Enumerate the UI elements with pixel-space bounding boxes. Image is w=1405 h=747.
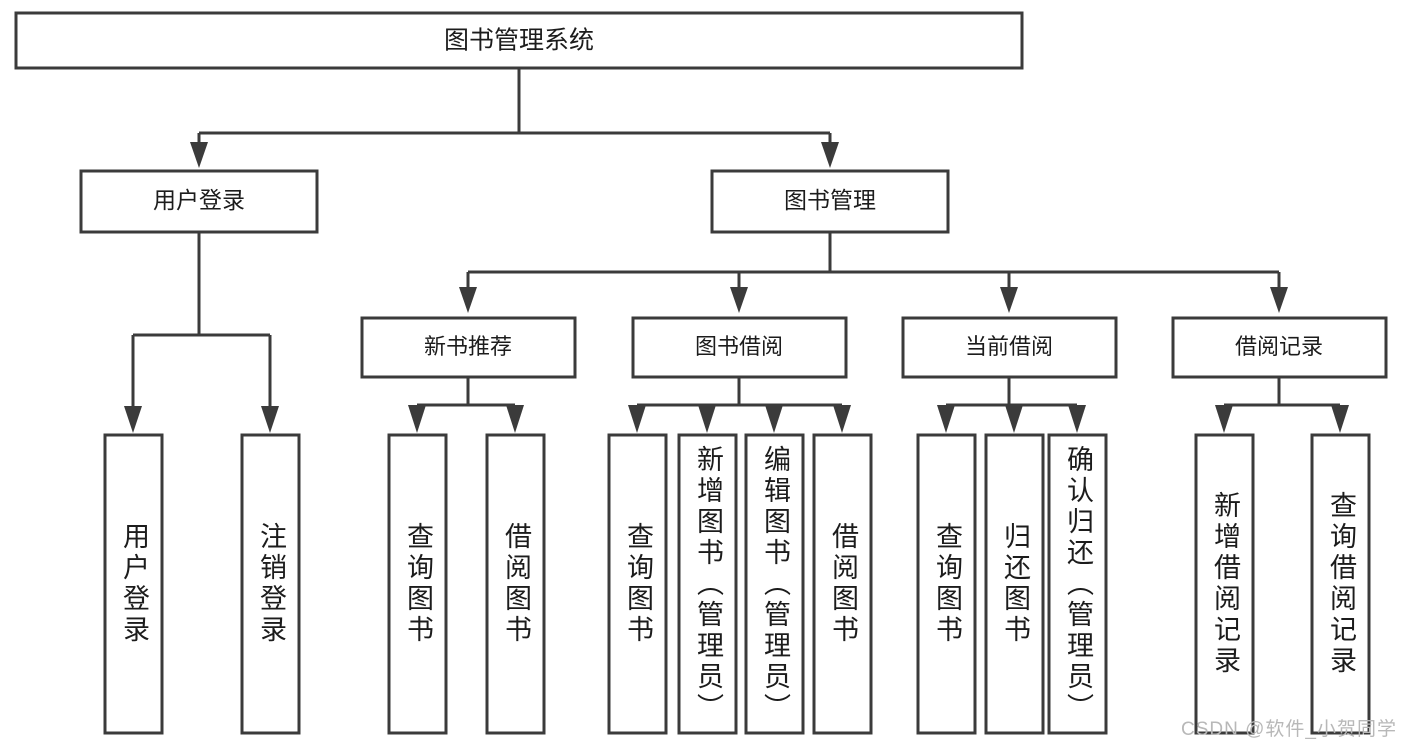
node-borrow-records-label: 借阅记录 — [1235, 334, 1323, 359]
node-user-login-box[interactable] — [79, 169, 319, 234]
node-book-management-label: 图书管理 — [784, 187, 876, 213]
arrowhead-bookmgmt-to-new-book — [459, 287, 477, 313]
node-user-login-label: 用户登录 — [153, 187, 245, 213]
arrowhead-userlogin-leaf-2 — [261, 406, 279, 433]
arrowhead-records-leaf-1 — [1215, 405, 1233, 433]
arrowhead-borrow-leaf-4 — [833, 405, 851, 433]
arrowhead-bookmgmt-to-records — [1270, 287, 1288, 313]
node-root-label: 图书管理系统 — [444, 27, 594, 55]
arrowhead-bookmgmt-to-borrow — [730, 287, 748, 313]
leaf-box-book-borrow-4[interactable] — [812, 433, 873, 735]
node-new-book-recommend-label: 新书推荐 — [424, 334, 512, 359]
node-layer: 图书管理系统 用户登录 图书管理 新书推荐 图书借阅 — [14, 11, 1388, 735]
node-user-login[interactable]: 用户登录 — [79, 169, 319, 234]
arrowhead-newbook-leaf-1 — [408, 405, 426, 433]
leaf-box-user-login-2[interactable] — [240, 433, 301, 735]
leaf-box-new-book-2[interactable] — [485, 433, 546, 735]
arrowhead-current-leaf-3 — [1068, 405, 1086, 433]
arrowhead-records-leaf-2 — [1331, 405, 1349, 433]
arrowhead-current-leaf-2 — [1005, 405, 1023, 433]
arrowhead-borrow-leaf-3 — [765, 405, 783, 433]
node-current-borrow[interactable]: 当前借阅 — [901, 316, 1118, 379]
arrowhead-root-to-user-login — [190, 142, 208, 168]
leaf-box-current-borrow-3[interactable] — [1047, 433, 1108, 735]
arrowhead-bookmgmt-to-current — [1000, 287, 1018, 313]
leaf-box-borrow-records-2[interactable] — [1310, 433, 1371, 735]
arrowhead-userlogin-leaf-1 — [124, 406, 142, 433]
csdn-watermark: CSDN @软件_小贺同学 — [1181, 719, 1397, 740]
node-root[interactable]: 图书管理系统 — [14, 11, 1024, 70]
leaf-box-new-book-1[interactable] — [387, 433, 448, 735]
node-new-book-recommend[interactable]: 新书推荐 — [360, 316, 577, 379]
node-book-management-box[interactable] — [710, 169, 950, 234]
arrowhead-root-to-book-mgmt — [821, 142, 839, 168]
node-current-borrow-box[interactable] — [901, 316, 1118, 379]
leaf-box-book-borrow-1[interactable] — [607, 433, 668, 735]
node-root-box[interactable] — [14, 11, 1024, 70]
node-current-borrow-label: 当前借阅 — [965, 334, 1053, 359]
node-new-book-recommend-box[interactable] — [360, 316, 577, 379]
node-borrow-records[interactable]: 借阅记录 — [1171, 316, 1388, 379]
leaf-box-current-borrow-2[interactable] — [984, 433, 1045, 735]
node-borrow-records-box[interactable] — [1171, 316, 1388, 379]
node-book-borrow-box[interactable] — [631, 316, 848, 379]
arrowhead-current-leaf-1 — [937, 405, 955, 433]
arrowhead-borrow-leaf-2 — [698, 405, 716, 433]
leaf-box-book-borrow-3[interactable] — [744, 433, 805, 735]
node-book-management[interactable]: 图书管理 — [710, 169, 950, 234]
leaf-box-user-login-1[interactable] — [103, 433, 164, 735]
connector-layer — [124, 68, 1349, 433]
leaf-box-borrow-records-1[interactable] — [1194, 433, 1255, 735]
node-book-borrow[interactable]: 图书借阅 — [631, 316, 848, 379]
leaf-box-book-borrow-2[interactable] — [677, 433, 738, 735]
node-book-borrow-label: 图书借阅 — [695, 334, 783, 359]
arrowhead-newbook-leaf-2 — [506, 405, 524, 433]
arrowhead-borrow-leaf-1 — [628, 405, 646, 433]
leaf-box-current-borrow-1[interactable] — [916, 433, 977, 735]
